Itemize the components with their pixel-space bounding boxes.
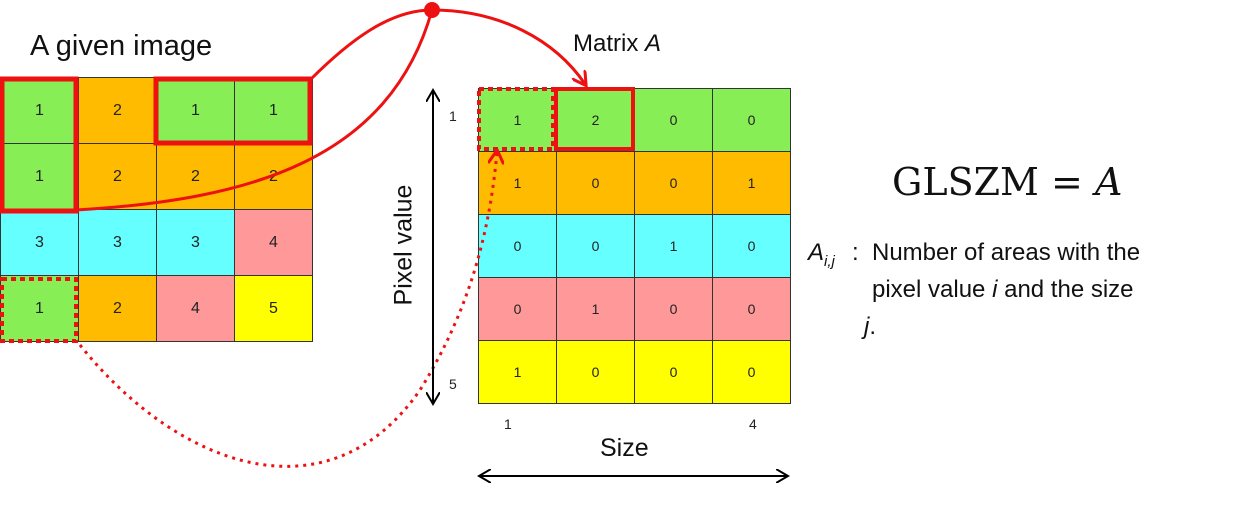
matrix-cell: 1 [713, 152, 791, 215]
equation-rhs: A [1094, 160, 1123, 204]
matrix-cell: 1 [479, 89, 557, 152]
dotted-arrow-to-matrix [78, 152, 497, 468]
matrix-cell: 0 [479, 278, 557, 341]
image-cell: 2 [235, 144, 313, 210]
definition-symbol-letter: A [808, 239, 825, 266]
definition-line-3-post: . [869, 313, 877, 340]
definition-line-2-mid: and the size [997, 276, 1134, 303]
definition-line-2: pixel value i and the size [872, 271, 1140, 308]
zone-highlight-single [0, 277, 78, 343]
matrix-cell: 0 [557, 152, 635, 215]
matrix-cell: 0 [479, 215, 557, 278]
image-title: A given image [30, 30, 213, 62]
definition-var-i: i [992, 276, 998, 303]
matrix-cell: 0 [557, 215, 635, 278]
matrix-cell: 0 [635, 278, 713, 341]
matrix-highlight-size1 [477, 87, 555, 151]
x-axis-min-tick: 1 [504, 416, 512, 432]
solid-arc-from-horizontal-zone [308, 8, 433, 82]
image-cell: 1 [1, 78, 79, 144]
definition-subscript: i,j [824, 252, 835, 270]
image-cell: 4 [157, 276, 235, 342]
image-cell: 1 [157, 78, 235, 144]
matrix-label: Matrix A [573, 30, 661, 58]
matrix-cell: 0 [713, 278, 791, 341]
image-cell: 3 [157, 210, 235, 276]
image-cell: 2 [79, 276, 157, 342]
definition-line-2-pre: pixel value [872, 276, 993, 303]
matrix-cell: 0 [635, 341, 713, 404]
matrix-label-var: A [645, 30, 662, 57]
solid-arrow-to-matrix [431, 8, 585, 84]
image-cell: 1 [235, 78, 313, 144]
matrix-cell: 1 [479, 341, 557, 404]
definition-line-3: j. [864, 308, 1140, 345]
solid-arrow-from-vertical-zone [75, 9, 434, 212]
matrix-cell: 1 [635, 215, 713, 278]
y-axis-max-tick: 5 [449, 376, 457, 392]
glszm-equation: GLSZM = A [892, 160, 1122, 204]
image-cell: 4 [235, 210, 313, 276]
image-cell: 2 [79, 78, 157, 144]
zone-highlight-horizontal [153, 76, 313, 146]
matrix-cell: 0 [713, 341, 791, 404]
junction-dot [424, 2, 440, 18]
image-cell: 2 [157, 144, 235, 210]
image-cell: 5 [235, 276, 313, 342]
matrix-cell: 0 [713, 89, 791, 152]
matrix-cell: 2 [557, 89, 635, 152]
equation-operator: = [1051, 160, 1083, 204]
matrix-cell: 0 [713, 215, 791, 278]
zone-highlight-vertical [0, 76, 79, 214]
image-cell: 3 [79, 210, 157, 276]
definition-separator: : [852, 239, 859, 266]
definition-text: Number of areas with the pixel value i a… [864, 234, 1141, 345]
equation-lhs: GLSZM [892, 160, 1039, 204]
definition-symbol: Ai,j [808, 234, 835, 280]
matrix-cell: 1 [557, 278, 635, 341]
x-axis-label: Size [600, 434, 649, 462]
image-cell: 2 [79, 144, 157, 210]
matrix-cell: 0 [557, 341, 635, 404]
definition-var-j: j [864, 313, 870, 340]
image-cell: 3 [1, 210, 79, 276]
image-cell: 1 [1, 276, 79, 342]
matrix-cell: 0 [635, 152, 713, 215]
matrix-highlight-size2 [554, 87, 635, 151]
matrix-cell: 0 [635, 89, 713, 152]
x-axis-max-tick: 4 [749, 416, 757, 432]
matrix-label-text: Matrix [573, 30, 645, 57]
y-axis-min-tick: 1 [449, 108, 457, 124]
definition-line-1: Number of areas with the [872, 239, 1141, 266]
